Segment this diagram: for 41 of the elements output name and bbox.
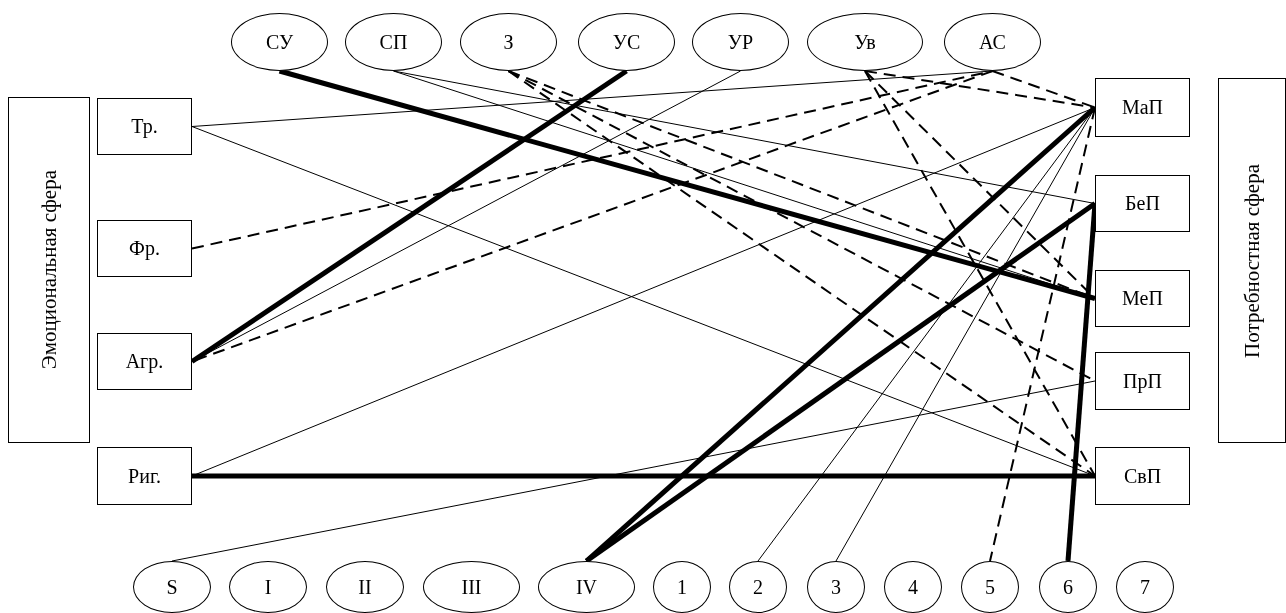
number-circle: 2 [729,561,787,613]
connector-line [190,68,628,364]
oval-node: СП [345,13,442,71]
oval-node: З [460,13,557,71]
number-circle: 4 [884,561,942,613]
number-circle: 1 [653,561,711,613]
connector-line [191,70,994,250]
connector-line [864,70,1096,109]
connector-line [191,70,993,127]
connector-line [191,70,741,362]
label-box: БеП [1095,175,1190,232]
oval-node: III [423,561,520,613]
number-circle: 5 [961,561,1019,613]
sphere-title: Эмоциональная сфера [36,170,62,370]
oval-node: II [326,561,404,613]
oval-node: АС [944,13,1041,71]
oval-node: УС [578,13,675,71]
label-box: Риг. [97,447,192,505]
label-box: ПрП [1095,352,1190,410]
connector-line [278,68,1096,301]
sphere-title: Потребностная сфера [1239,163,1265,358]
connector-line [864,70,1096,477]
oval-node: УР [692,13,789,71]
connector-line [585,201,1097,564]
connector-line [1065,203,1098,562]
oval-node: Ув [807,13,923,71]
oval-node: S [133,561,211,613]
label-box: Тр. [97,98,192,155]
number-circle: 3 [807,561,865,613]
number-circle: 6 [1039,561,1097,613]
oval-node: I [229,561,307,613]
oval-node: СУ [231,13,328,71]
connector-line [171,380,1096,562]
number-circle: 7 [1116,561,1174,613]
label-box: Агр. [97,333,192,390]
oval-node: IV [538,561,635,613]
label-box: Фр. [97,220,192,277]
label-box: МеП [1095,270,1190,327]
connector-line [192,473,1095,479]
label-box: МаП [1095,78,1190,137]
label-box: СвП [1095,447,1190,505]
